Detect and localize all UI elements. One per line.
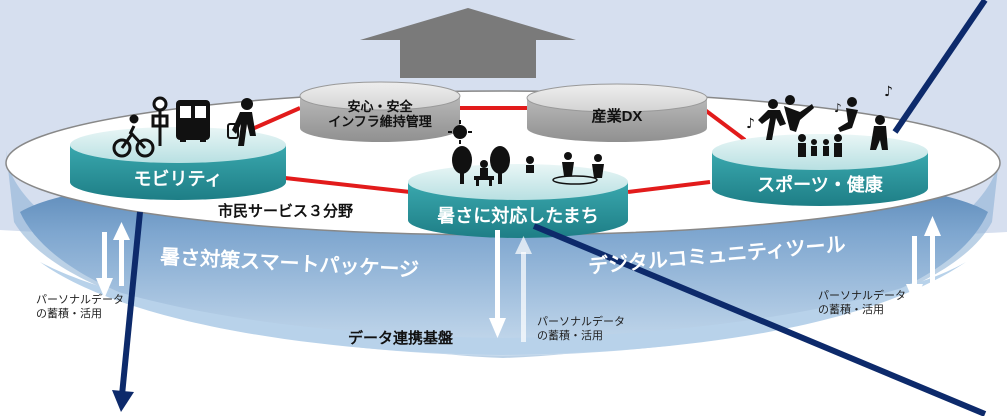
mobility-label: モビリティ [133,169,223,189]
data-flow-arrows [96,216,941,342]
svg-text:♪: ♪ [884,84,893,100]
mobility-pointer-arrowhead-icon [112,390,134,412]
upward-arrow-icon [360,8,576,78]
bowl-bottom [40,262,966,355]
safety-infra-cylinder [299,81,461,142]
mobility-icons [112,96,256,158]
heat-city-icons [448,120,604,186]
sports-pointer-line [892,0,988,134]
personal-data-right-label: パーソナルデータ の蓄積・活用 [818,290,906,316]
trees-bench-icon [452,146,510,186]
connector-lines [249,106,747,194]
data-platform-label: データ連携基盤 [348,330,454,347]
walker-icon [227,98,256,146]
sun-icon [448,120,472,144]
mobility-cylinder [70,127,286,200]
personal-data-center-label: パーソナルデータ の蓄積・活用 [537,316,625,342]
svg-text:♪: ♪ [834,101,842,115]
center-data-arrow-icon [489,230,532,342]
water-play-people-icon [526,152,604,185]
citizen-services-label: 市民サービス３分野 [218,203,354,220]
bicycle-icon [112,125,155,158]
sports-health-icons: ♪ ♪ ♪ [746,84,893,157]
mobility-pointer-line [119,211,143,396]
music-note-icon: ♪ ♪ ♪ [746,84,893,132]
heat-city-pointer-line [532,223,987,416]
svg-text:♪: ♪ [746,116,755,132]
sports-people-icon [758,95,888,150]
sports-health-label: スポーツ・健康 [757,175,883,195]
bus-icon [176,100,210,142]
family-icon [798,134,842,157]
left-data-arrow-icon [96,222,130,298]
industry-dx-cylinder [526,83,708,142]
pointer-lines [112,0,988,416]
sports-health-cylinder [712,134,928,206]
personal-data-left-label: パーソナルデータ の蓄積・活用 [36,294,124,320]
bus-stop-icon [151,96,169,146]
industry-dx-label: 産業DX [591,108,643,125]
cyclist-head-icon [129,114,139,124]
right-data-arrow-icon [906,216,941,304]
safety-infra-label: 安心・安全 インフラ維持管理 [328,99,432,129]
heat-city-label: 暑さに対応したまち [437,206,599,226]
